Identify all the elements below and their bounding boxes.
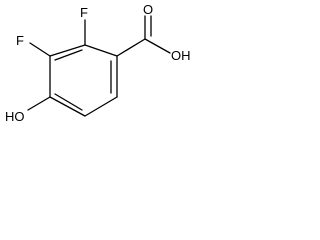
substituent-bonds: [27, 15, 171, 111]
benzene-ring: [49, 44, 118, 117]
bond-c3-fluorine: [29, 42, 51, 57]
bond-c4-hydroxyl: [27, 96, 51, 111]
ring-double-bond-inner-2: [54, 93, 83, 111]
carboxyl-hydroxyl-label: OH: [171, 48, 191, 63]
bond-ring-carboxyl: [116, 38, 146, 57]
carboxyl-oxygen-label: O: [143, 2, 153, 17]
ring-double-bond-inner-3: [54, 49, 83, 61]
phenol-hydroxyl-label: HO: [5, 109, 25, 124]
structure-diagram: F F O OH HO: [5, 2, 191, 124]
fluorine-left-label: F: [16, 33, 24, 48]
fluorine-top-label: F: [80, 5, 88, 20]
bond-carboxyl-hydroxyl: [144, 38, 171, 54]
ring-bond-top-left-edge: [49, 44, 86, 57]
atom-labels: F F O OH HO: [5, 2, 191, 124]
ring-bond-bottom-left: [49, 96, 86, 117]
ring-bond-top-left: [84, 44, 118, 57]
ring-bond-bottom-right: [84, 96, 118, 117]
